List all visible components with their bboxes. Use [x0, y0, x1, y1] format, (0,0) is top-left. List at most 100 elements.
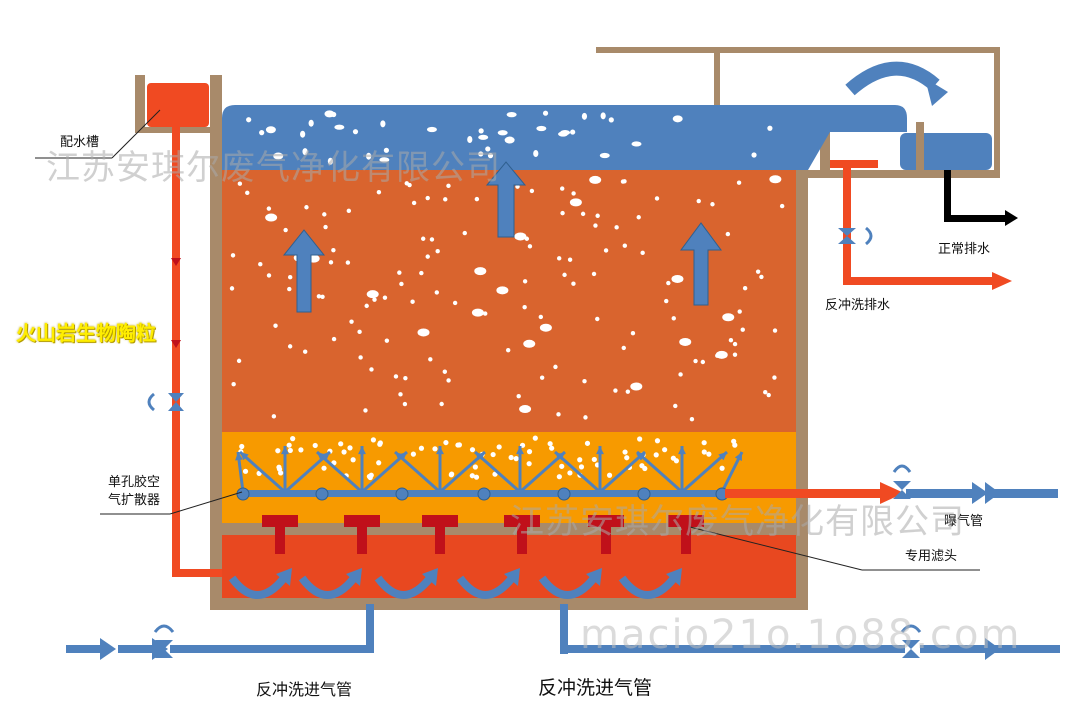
filter-head: [422, 515, 458, 527]
bubble: [258, 261, 263, 267]
diffuser-arrow-head: [395, 452, 404, 461]
bubble: [300, 130, 306, 138]
bubble: [654, 438, 661, 444]
bubble: [229, 286, 235, 291]
bubble: [350, 457, 356, 463]
bubble: [653, 452, 659, 458]
bubble: [496, 286, 509, 295]
bubble: [654, 196, 660, 201]
swirl-arrow: [618, 575, 678, 599]
bubble: [577, 457, 583, 463]
overflow-frame: [596, 47, 1000, 177]
bubble: [710, 202, 715, 207]
overflow-arrow: [845, 61, 940, 96]
leader-lines: [35, 109, 980, 571]
bubble: [622, 449, 628, 455]
filter-head-label: 专用滤头: [905, 549, 958, 564]
bubble: [599, 152, 610, 159]
swirl-arrow: [298, 575, 358, 599]
air-diffuser-array: [235, 446, 744, 494]
bubble: [469, 473, 475, 479]
bubble: [524, 236, 530, 241]
bubble: [323, 224, 328, 230]
bubble: [379, 157, 390, 163]
diffuser-arrow: [519, 450, 566, 494]
bubble: [429, 237, 435, 242]
bubble: [523, 339, 536, 348]
backwash-air-inlet-left-label: 反冲洗进气管: [256, 680, 353, 699]
bubble: [376, 189, 382, 195]
bubble: [383, 147, 389, 153]
diffuser-arrow: [394, 450, 441, 494]
bubble: [380, 120, 386, 128]
bubble: [407, 182, 412, 188]
diffuser-arrow: [681, 450, 728, 494]
drain-valve-icon[interactable]: [838, 226, 873, 246]
bubble: [759, 274, 764, 280]
bubble: [419, 270, 424, 276]
bubble: [417, 328, 430, 337]
bubble: [302, 349, 308, 354]
bubble: [706, 451, 712, 457]
bubble: [471, 308, 484, 317]
filter-heads: [262, 515, 704, 554]
bubble: [766, 392, 771, 398]
diffuser-node: [477, 487, 491, 501]
bubble: [539, 375, 545, 380]
bubble: [478, 151, 484, 157]
feed-valve-icon[interactable]: [147, 392, 184, 412]
bubble: [513, 456, 519, 462]
bubble: [275, 448, 281, 454]
diffuser-arrow-head: [240, 452, 249, 461]
bubble: [600, 112, 606, 120]
bubble: [497, 130, 508, 136]
bubble: [287, 275, 293, 280]
bubble: [231, 381, 236, 387]
diffuser-arrow-head: [281, 446, 289, 455]
bubble: [278, 470, 284, 476]
bubble: [239, 443, 245, 450]
bubble: [553, 364, 558, 370]
diffuser-arrow-head: [235, 452, 243, 461]
bubble: [529, 188, 535, 194]
backwash-air-valve-icon-left[interactable]: [153, 624, 175, 658]
bubble: [772, 328, 778, 333]
bubble: [425, 195, 430, 201]
bubble: [346, 208, 352, 214]
bubble: [496, 444, 502, 450]
bubble: [265, 213, 278, 222]
bubble: [236, 358, 242, 364]
bubble: [443, 197, 448, 202]
aeration-valve-icon[interactable]: [892, 464, 912, 499]
diffuser-arrow-head: [678, 446, 686, 455]
backwash-air-valve-icon-right[interactable]: [900, 624, 922, 658]
distribution-tank: [135, 75, 222, 133]
bubble: [399, 281, 404, 287]
normal-drain-pipe: [944, 170, 1018, 226]
bubble: [689, 416, 695, 422]
bubble: [304, 205, 309, 210]
bubble: [751, 152, 757, 158]
aeration-pipe: [725, 482, 1058, 504]
bubble: [671, 316, 676, 321]
bubble: [363, 408, 368, 413]
bubble: [246, 117, 252, 123]
bubble: [455, 442, 461, 448]
bubble: [533, 150, 539, 158]
diffuser-arrow: [554, 450, 601, 494]
diffuser-arrow-head: [734, 452, 742, 461]
bubble: [287, 447, 293, 454]
bubble: [560, 210, 565, 216]
bubble: [516, 394, 521, 399]
bubble: [589, 175, 602, 184]
bubble: [558, 131, 569, 137]
filter-head: [668, 515, 704, 527]
bubble: [603, 248, 609, 253]
swirl-arrow-head: [346, 568, 362, 586]
bubble: [542, 110, 549, 116]
bubble: [767, 125, 773, 131]
bubble: [398, 392, 403, 397]
bubble: [366, 152, 372, 160]
bubble: [452, 300, 458, 306]
swirl-arrow: [538, 575, 598, 599]
